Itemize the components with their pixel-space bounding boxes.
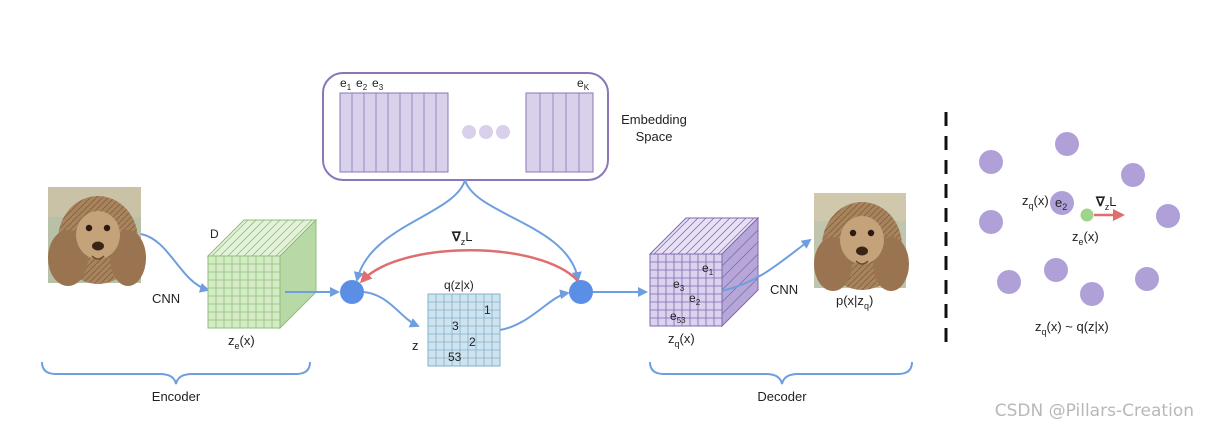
right-caption: zq(x) ~ q(z|x) <box>1035 319 1109 337</box>
embedding-point <box>1135 267 1159 291</box>
embedding-block-right <box>525 92 594 173</box>
right-gradient-label: ∇zL <box>1095 194 1116 212</box>
embedding-point <box>979 210 1003 234</box>
grid-to-node-arrow <box>499 289 570 331</box>
embedding-point <box>997 270 1021 294</box>
embedding-point <box>1080 282 1104 306</box>
watermark: CSDN @Pillars-Creation <box>995 401 1194 421</box>
cnn-left-arrow <box>140 233 210 293</box>
ellipsis-dot-2 <box>479 125 493 139</box>
embedding-point <box>1121 163 1145 187</box>
e3-label: e3 <box>372 76 384 92</box>
encoder-brace <box>41 361 311 385</box>
grid-value-1: 1 <box>484 303 491 317</box>
grid-value-2: 2 <box>469 335 476 349</box>
quantize-node-out <box>569 280 593 304</box>
ellipsis-dot-3 <box>496 125 510 139</box>
right-zq-label: zq(x) <box>1022 193 1049 211</box>
embedding-point <box>979 150 1003 174</box>
grid-value-53: 53 <box>448 350 462 364</box>
embedding-point-e2 <box>1050 191 1074 215</box>
z-label: z <box>412 338 419 353</box>
cnn-right-label: CNN <box>770 282 798 297</box>
embedding-point <box>1156 204 1180 228</box>
output-image <box>814 193 909 291</box>
input-image <box>48 187 146 286</box>
embedding-scatter <box>979 132 1180 306</box>
embedding-block-left <box>339 92 449 173</box>
ellipsis-dot-1 <box>462 125 476 139</box>
right-ze-label: ze(x) <box>1072 229 1099 247</box>
cnn-left-label: CNN <box>152 291 180 306</box>
pxzq-label: p(x|zq) <box>836 293 873 311</box>
qzx-label: q(z|x) <box>444 278 474 292</box>
eK-label: eK <box>577 76 590 92</box>
embedding-point <box>1055 132 1079 156</box>
decoder-e1-label: e1 <box>702 261 714 277</box>
e1-label: e1 <box>340 76 352 92</box>
grid-value-3: 3 <box>452 319 459 333</box>
cnn-right-arrow <box>721 238 812 292</box>
quantize-node-in <box>340 280 364 304</box>
embedding-point <box>1044 258 1068 282</box>
latent-index-grid <box>427 293 501 367</box>
decoder-label: Decoder <box>757 389 807 404</box>
decoder-brace <box>649 361 913 385</box>
node-to-grid-arrow <box>363 291 420 328</box>
ze-label: ze(x) <box>228 333 255 351</box>
embedding-space-label-line2: Space <box>636 129 673 144</box>
decoder-cube <box>648 216 760 328</box>
embedding-space-label-line1: Embedding <box>621 112 687 127</box>
embedding-to-node2-arrow <box>464 179 582 282</box>
encoder-output-point <box>1080 208 1094 222</box>
encoder-label: Encoder <box>152 389 201 404</box>
decoder-e53-label: e53 <box>670 309 686 325</box>
right-e2-label: e2 <box>1055 195 1067 212</box>
embedding-to-node1-arrow <box>353 179 466 282</box>
zq-label: zq(x) <box>668 331 695 349</box>
decoder-e3-label: e3 <box>673 277 685 293</box>
encoder-cube <box>206 218 318 330</box>
e2-label: e2 <box>356 76 368 92</box>
gradient-label: ∇zL <box>451 229 472 247</box>
gradient-arrow <box>359 249 579 284</box>
depth-label: D <box>210 227 219 241</box>
decoder-e2-label: e2 <box>689 291 701 307</box>
